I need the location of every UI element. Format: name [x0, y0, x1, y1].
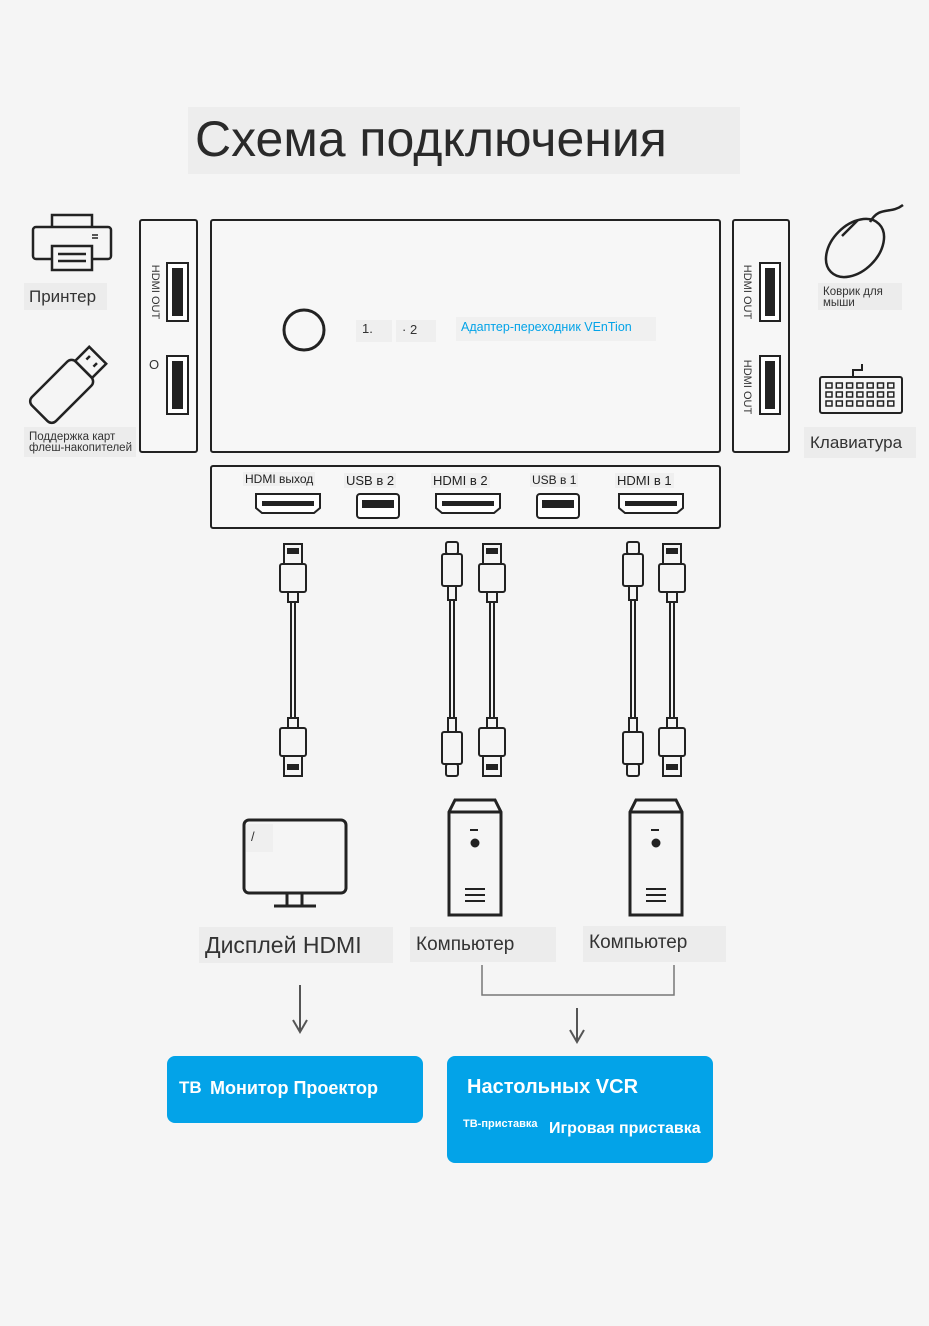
- display-targets-text: Монитор Проектор: [210, 1078, 379, 1098]
- left-misc-mark: O: [149, 357, 160, 372]
- display-hdmi-label: Дисплей HDMI: [199, 927, 393, 963]
- computer-2-icon: [628, 798, 684, 917]
- printer-label: Принтер: [24, 283, 107, 310]
- cable-hdmi-1: [622, 541, 644, 777]
- title-background: [188, 107, 740, 174]
- computer-2-label: Компьютер: [583, 926, 726, 962]
- source-devices-box: Настольных VCR ТВ-приставка Игровая прис…: [447, 1056, 713, 1163]
- display-targets-tv: ТВ: [179, 1078, 202, 1097]
- port-label-usb-in-1: USB в 1: [530, 473, 579, 487]
- cable-usb-2: [478, 543, 506, 777]
- printer-icon: [31, 213, 113, 272]
- mouse-pad-label: Коврик для мыши: [818, 283, 902, 310]
- switch-button: [282, 308, 326, 352]
- cables: [279, 541, 686, 777]
- cable-usb-1: [658, 543, 686, 777]
- computer-1-icon: [447, 798, 503, 917]
- switch-number-1: 1.: [356, 320, 392, 342]
- display-targets-box: ТВ Монитор Проектор: [167, 1056, 423, 1123]
- computers-bracket: [481, 965, 675, 996]
- right-hdmi-out-label-1: HDMI OUT: [741, 264, 753, 320]
- source-devices-game-console: Игровая приставка: [549, 1120, 701, 1137]
- cable-hdmi-2: [441, 541, 463, 777]
- right-panel: [732, 219, 790, 453]
- port-label-hdmi-in-2: HDMI в 2: [431, 473, 490, 488]
- source-devices-title: Настольных VCR: [467, 1076, 639, 1098]
- mouse-icon: [824, 203, 904, 279]
- keyboard-keys: [825, 382, 895, 407]
- flash-support-label: Поддержка карт флеш-накопителей: [24, 427, 136, 457]
- right-hdmi-out-label-2: HDMI OUT: [741, 359, 753, 415]
- port-label-hdmi-in-1: HDMI в 1: [615, 473, 674, 488]
- port-label-hdmi-out: HDMI выход: [243, 472, 316, 486]
- page-title: Схема подключения: [195, 111, 667, 167]
- left-panel: [139, 219, 198, 453]
- flash-drive-icon: [28, 345, 108, 425]
- left-hdmi-out-label: HDMI OUT: [149, 264, 161, 320]
- keyboard-icon: [819, 364, 903, 414]
- monitor-screen-mark: /: [246, 824, 273, 852]
- keyboard-label: Клавиатура: [804, 427, 916, 458]
- source-devices-tv-box: ТВ-приставка: [463, 1118, 538, 1130]
- cable-hdmi-out: [279, 543, 307, 777]
- arrow-right: [569, 1008, 585, 1044]
- arrow-left: [292, 985, 308, 1034]
- monitor-icon: [242, 818, 348, 908]
- computer-1-label: Компьютер: [410, 927, 556, 962]
- switch-number-2: · 2: [396, 320, 436, 342]
- adapter-label: Адаптер-переходник VEnTion: [456, 317, 656, 341]
- port-label-usb-in-2: USB в 2: [344, 473, 397, 488]
